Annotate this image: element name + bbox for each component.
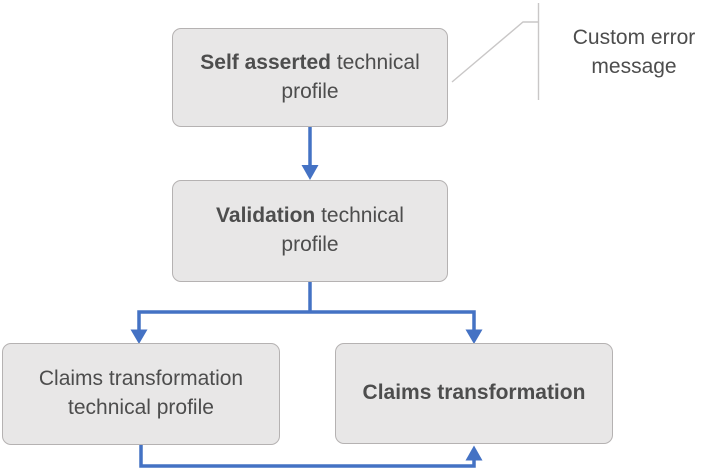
arrow-validation-branch [130, 282, 483, 344]
callout-custom-error-message: Custom error message [572, 26, 696, 78]
node-label: Claims transformation technical profile [17, 365, 265, 423]
node-label-regular: Claims transformation technical profile [38, 367, 244, 419]
arrow-self-asserted-to-validation [301, 127, 319, 180]
node-label: Claims transformation [363, 379, 586, 408]
node-label: Self asserted technical profile [187, 49, 433, 107]
arrow-loop-claims-tp-to-claims [139, 444, 483, 468]
node-claims-transformation: Claims transformation [335, 343, 613, 444]
node-self-asserted-technical-profile: Self asserted technical profile [172, 28, 448, 127]
node-label-regular: technical profile [281, 50, 420, 103]
node-validation-technical-profile: Validation technical profile [172, 180, 448, 282]
node-claims-transformation-technical-profile: Claims transformation technical profile [2, 343, 280, 445]
node-label: Validation technical profile [187, 202, 433, 260]
callout-leader-line [451, 3, 540, 100]
node-label-regular: technical profile [281, 204, 404, 256]
node-label-bold: Self asserted [200, 50, 332, 74]
node-label-bold: Claims transformation [362, 381, 586, 405]
node-label-bold: Validation [216, 204, 316, 228]
